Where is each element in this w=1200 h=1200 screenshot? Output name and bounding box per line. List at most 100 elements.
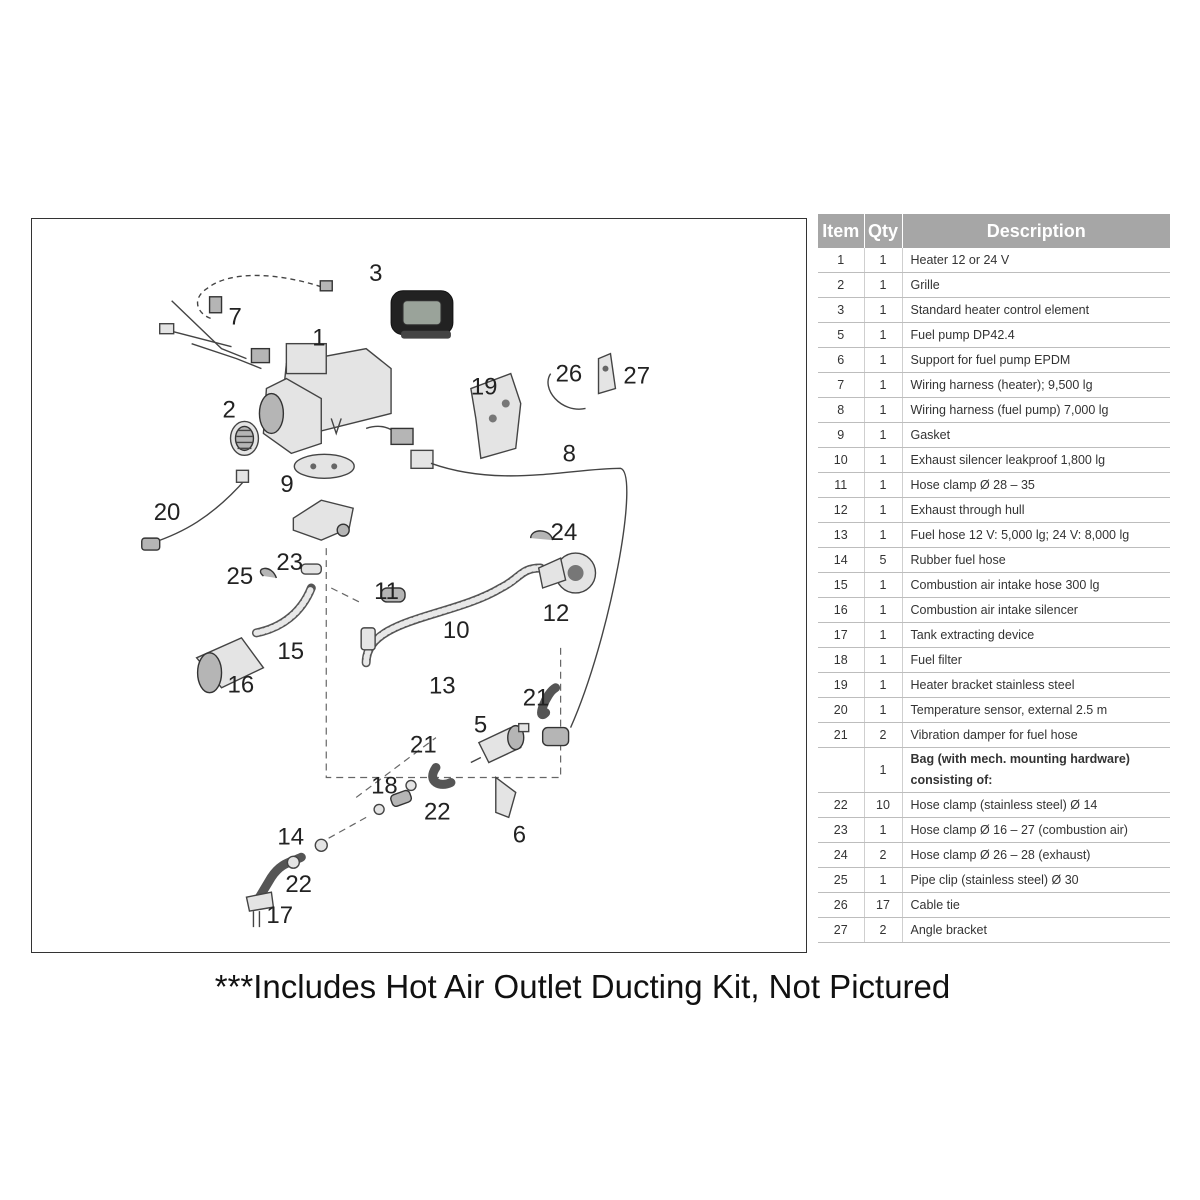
hose-clamp-22c xyxy=(314,838,328,852)
heater-control-element xyxy=(390,290,454,339)
callout-labels: 1 2 3 5 6 7 8 9 10 11 12 13 14 15 16 17 … xyxy=(154,260,650,929)
cell-qty: 1 xyxy=(864,572,903,598)
footnote: ***Includes Hot Air Outlet Ducting Kit, … xyxy=(214,968,951,1005)
callout-22a: 22 xyxy=(424,798,451,825)
cell-description: Wiring harness (fuel pump) 7,000 lg xyxy=(902,397,1170,423)
cell-qty: 2 xyxy=(864,842,903,868)
cell-description: Hose clamp Ø 16 – 27 (combustion air) xyxy=(902,817,1170,843)
exploded-parts-diagram: 1 2 3 5 6 7 8 9 10 11 12 13 14 15 16 17 … xyxy=(31,218,807,953)
cell-description: Exhaust through hull xyxy=(902,497,1170,523)
cell-item: 15 xyxy=(818,572,865,598)
cell-qty: 1 xyxy=(864,497,903,523)
cell-description: Temperature sensor, external 2.5 m xyxy=(902,697,1170,723)
callout-14: 14 xyxy=(277,823,304,850)
cell-item: 12 xyxy=(818,497,865,523)
fuel-hose-line xyxy=(320,816,367,843)
cell-qty: 2 xyxy=(864,917,903,943)
callout-22b: 22 xyxy=(285,871,312,898)
grille xyxy=(229,420,260,457)
hose-clamp-24 xyxy=(529,530,554,541)
cell-item: 1 xyxy=(818,248,865,273)
cell-qty: 1 xyxy=(864,272,903,298)
cell-qty: 1 xyxy=(864,322,903,348)
cell-qty: 1 xyxy=(864,472,903,498)
cell-description: Wiring harness (heater); 9,500 lg xyxy=(902,372,1170,398)
cell-description: Exhaust silencer leakproof 1,800 lg xyxy=(902,447,1170,473)
heater-unit xyxy=(258,342,392,455)
header-qty: Qty xyxy=(864,214,903,248)
hose-clamp-combustion xyxy=(300,563,322,575)
cell-qty: 1 xyxy=(864,747,903,793)
cell-description: Pipe clip (stainless steel) Ø 30 xyxy=(902,867,1170,893)
cell-item: 24 xyxy=(818,842,865,868)
cell-qty: 1 xyxy=(864,347,903,373)
callout-13: 13 xyxy=(429,673,456,700)
cell-description: Tank extracting device xyxy=(902,622,1170,648)
cell-item: 13 xyxy=(818,522,865,548)
cell-description: Support for fuel pump EPDM xyxy=(902,347,1170,373)
wiring-harness-fuel-pump xyxy=(365,425,628,747)
cell-description: Cable tie xyxy=(902,892,1170,918)
cell-description: Standard heater control element xyxy=(902,297,1170,323)
hose-clamp-22b xyxy=(373,803,385,816)
exhaust-through-hull xyxy=(537,552,597,594)
callout-18: 18 xyxy=(371,772,398,799)
cell-description: Angle bracket xyxy=(902,917,1170,943)
cell-description: Fuel filter xyxy=(902,647,1170,673)
cell-description: Vibration damper for fuel hose xyxy=(902,722,1170,748)
pipe-clip xyxy=(259,567,278,579)
cell-item xyxy=(818,747,865,793)
cell-qty: 1 xyxy=(864,422,903,448)
callout-15: 15 xyxy=(277,638,304,665)
cell-description: Hose clamp (stainless steel) Ø 14 xyxy=(902,792,1170,818)
callout-20: 20 xyxy=(154,499,181,526)
cell-qty: 1 xyxy=(864,297,903,323)
callout-11: 11 xyxy=(374,578,399,605)
cell-item: 26 xyxy=(818,892,865,918)
cell-qty: 1 xyxy=(864,372,903,398)
callout-24: 24 xyxy=(551,519,578,546)
cell-item: 5 xyxy=(818,322,865,348)
cell-qty: 1 xyxy=(864,248,903,273)
cell-qty: 1 xyxy=(864,622,903,648)
header-description: Description xyxy=(902,214,1170,248)
cell-qty: 1 xyxy=(864,697,903,723)
cell-description: Heater bracket stainless steel xyxy=(902,672,1170,698)
tank-extracting-device xyxy=(245,891,275,928)
cell-item: 22 xyxy=(818,792,865,818)
heater-bracket xyxy=(470,372,522,460)
cell-description: Bag (with mech. mounting hardware) consi… xyxy=(902,747,1170,793)
cell-item: 11 xyxy=(818,472,865,498)
cell-item: 16 xyxy=(818,597,865,623)
callout-8: 8 xyxy=(563,440,576,467)
cell-item: 9 xyxy=(818,422,865,448)
fuel-filter xyxy=(390,789,413,808)
fuel-pump-support xyxy=(495,776,517,819)
callout-21b: 21 xyxy=(523,685,550,712)
cell-qty: 1 xyxy=(864,522,903,548)
cell-description: Hose clamp Ø 26 – 28 (exhaust) xyxy=(902,842,1170,868)
hose-clamp-22d xyxy=(286,855,301,869)
cell-item: 6 xyxy=(818,347,865,373)
callout-6: 6 xyxy=(513,821,526,848)
guide-line-filter xyxy=(355,737,437,798)
table-header-row: Item Qty Description xyxy=(818,214,1170,248)
cell-item: 3 xyxy=(818,297,865,323)
